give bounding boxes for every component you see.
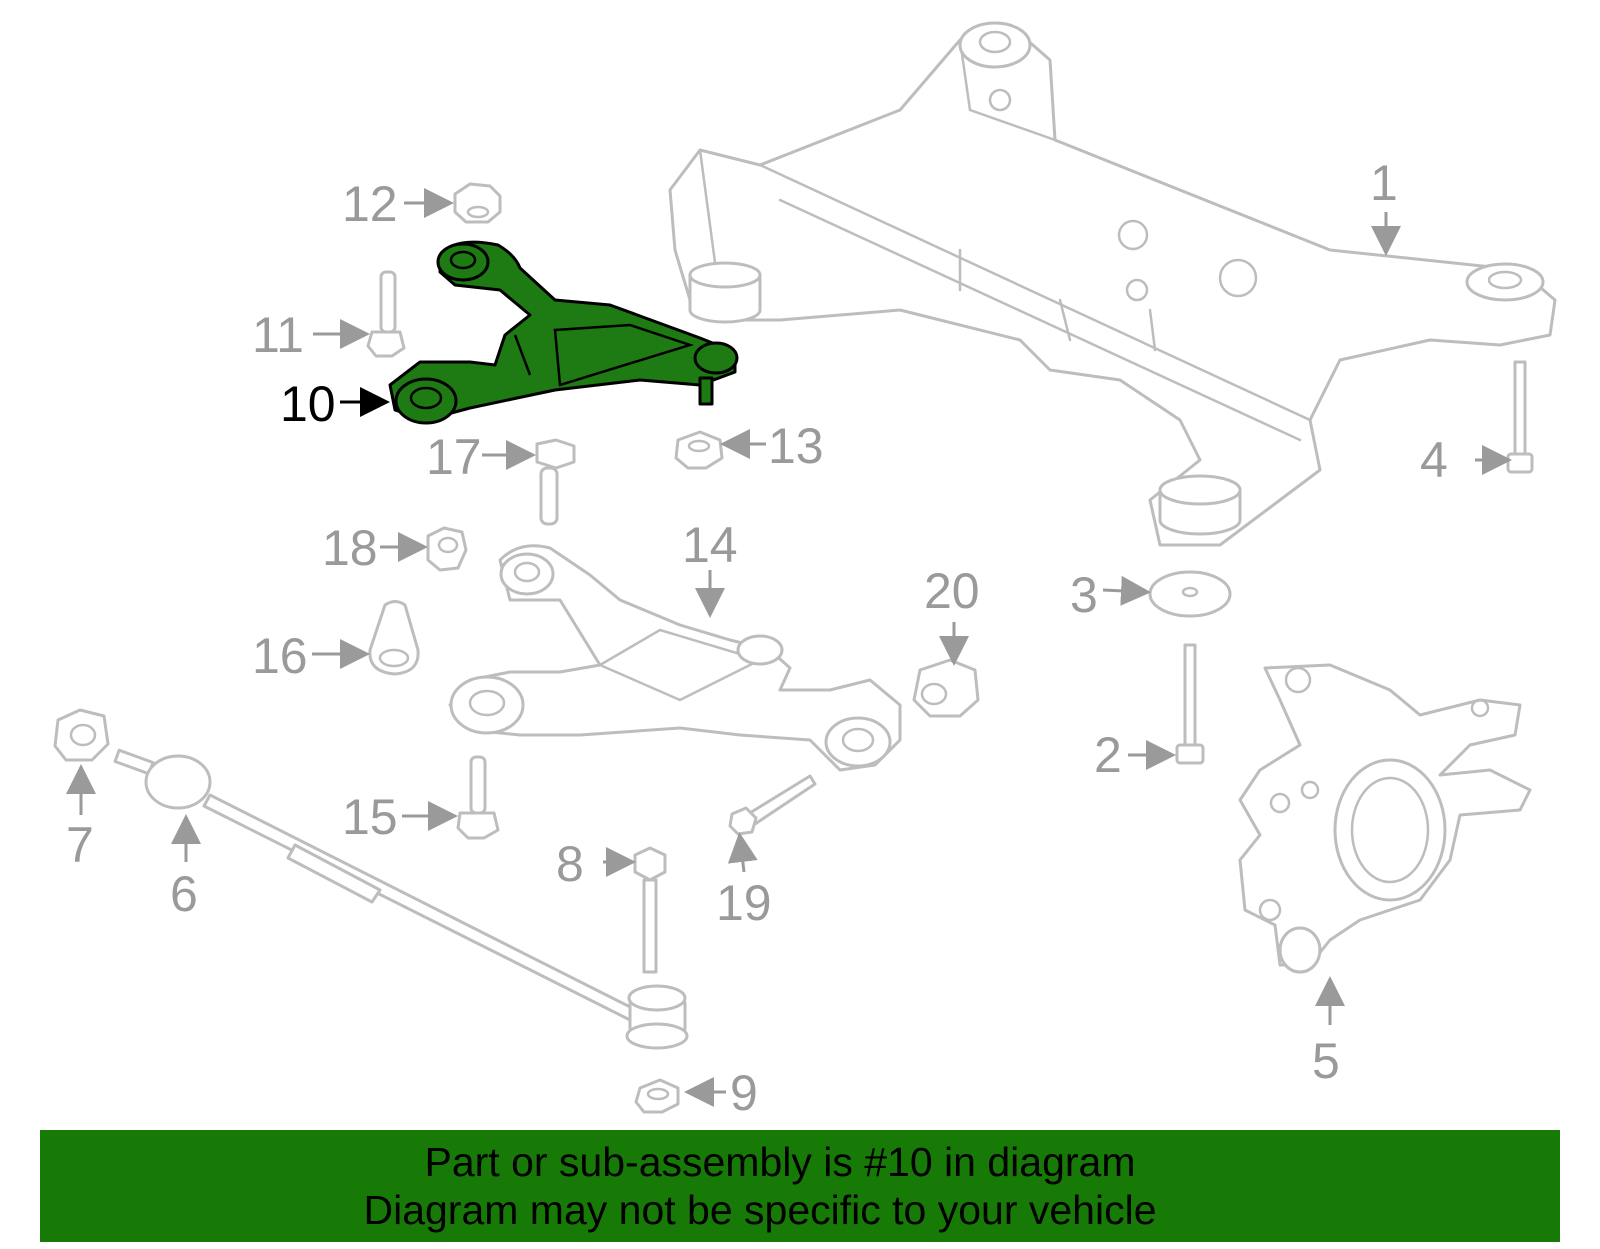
- part-7-nut: [53, 708, 110, 762]
- banner-line-2: Diagram may not be specific to your vehi…: [363, 1187, 1157, 1233]
- part-14-lower-control-arm: [448, 544, 902, 772]
- callout-14: 14: [682, 517, 738, 573]
- part-9-nut: [634, 1078, 680, 1114]
- callout-9: 9: [730, 1065, 758, 1121]
- callout-4: 4: [1420, 432, 1448, 488]
- part-2-bolt: [1175, 643, 1205, 765]
- part-13-nut: [674, 430, 724, 470]
- part-18-nut: [426, 526, 468, 572]
- part-20-bushing: [912, 658, 980, 718]
- part-4-bolt: [1506, 360, 1534, 474]
- callout-1: 1: [1370, 155, 1398, 211]
- callout-2: 2: [1094, 727, 1122, 783]
- callout-18: 18: [322, 520, 378, 576]
- part-8-bolt: [633, 846, 667, 974]
- callout-17: 17: [426, 429, 482, 485]
- part-3-washer: [1148, 570, 1232, 618]
- callout-10: 10: [280, 376, 336, 432]
- part-5-knuckle: [1238, 663, 1532, 974]
- part-10-upper-control-arm: [388, 240, 739, 425]
- callout-11: 11: [252, 307, 304, 363]
- info-banner: Part or sub-assembly is #10 in diagram D…: [40, 1130, 1560, 1242]
- callout-5: 5: [1312, 1033, 1340, 1089]
- part-17-bolt: [535, 438, 576, 526]
- callout-15: 15: [342, 789, 398, 845]
- part-15-bolt: [456, 755, 500, 840]
- banner-line-1: Part or sub-assembly is #10 in diagram: [424, 1139, 1136, 1185]
- callout-13: 13: [768, 418, 824, 474]
- callout-3: 3: [1070, 567, 1098, 623]
- callout-20: 20: [924, 563, 980, 619]
- leader-lines: [66, 188, 1512, 1107]
- callout-labels: 1 2 3 4 5 6 7 8 9 10 11 12 13 14 15 16 1…: [66, 155, 1448, 1121]
- callout-12: 12: [342, 176, 398, 232]
- callout-6: 6: [170, 866, 198, 922]
- part-16-bushing: [368, 600, 420, 676]
- callout-7: 7: [66, 817, 94, 873]
- part-19-bolt: [728, 774, 817, 836]
- callout-19: 19: [716, 875, 772, 931]
- callout-8: 8: [556, 836, 584, 892]
- callout-16: 16: [252, 628, 308, 684]
- part-12-nut: [453, 182, 502, 224]
- part-6-tie-rod: [113, 748, 689, 1050]
- part-11-bolt: [366, 270, 406, 358]
- part-1-crossmember: [668, 21, 1557, 547]
